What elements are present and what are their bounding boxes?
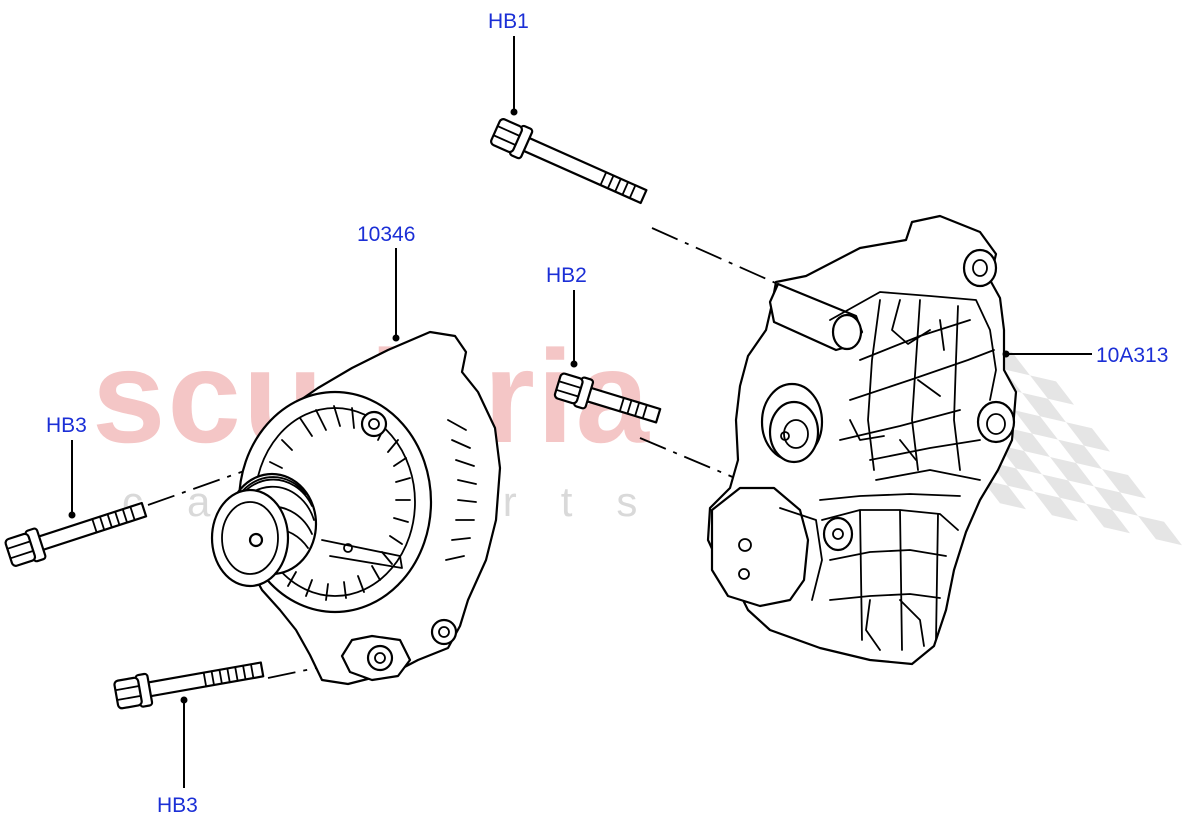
- bolt-hb2: [553, 372, 662, 424]
- flag-square: [1138, 515, 1182, 546]
- alternator: [210, 330, 502, 686]
- flag-square: [990, 462, 1034, 492]
- flag-square: [1014, 410, 1058, 440]
- mounting-bracket-icon: [706, 214, 1018, 666]
- flag-square: [1034, 491, 1078, 522]
- bolt-hb3-upper: [4, 501, 148, 567]
- callout-hb2: HB2: [546, 264, 587, 287]
- flag-square: [1042, 474, 1086, 504]
- callout-10346: 10346: [357, 223, 415, 246]
- flag-square: [1086, 503, 1130, 534]
- callout-hb3-lower: HB3: [157, 794, 198, 817]
- callout-labels: HB1 HB2 10346 HB3 HB3 10A313: [46, 10, 1168, 817]
- callout-hb3-upper: HB3: [46, 414, 87, 437]
- flag-square: [1006, 427, 1050, 457]
- flag-square: [1102, 469, 1146, 499]
- leader-lines: [68, 36, 1092, 788]
- flange-bolt-icon: [113, 661, 265, 710]
- alternator-icon: [210, 330, 502, 686]
- flag-square: [1030, 375, 1074, 405]
- flange-bolt-icon: [553, 372, 662, 424]
- flag-square: [982, 479, 1026, 510]
- flag-square: [1022, 392, 1066, 423]
- flange-bolt-icon: [490, 118, 648, 205]
- bolt-hb3-lower: [113, 661, 265, 710]
- mounting-bracket: [706, 214, 1018, 666]
- flag-square: [1058, 439, 1102, 469]
- bolt-hb1: [490, 118, 648, 205]
- flag-square: [1094, 486, 1138, 516]
- flag-square: [1066, 422, 1110, 452]
- callout-hb1: HB1: [488, 10, 529, 33]
- callout-10a313: 10A313: [1096, 344, 1168, 367]
- flag-square: [998, 445, 1042, 475]
- flange-bolt-icon: [4, 501, 148, 567]
- flag-square: [1050, 457, 1094, 487]
